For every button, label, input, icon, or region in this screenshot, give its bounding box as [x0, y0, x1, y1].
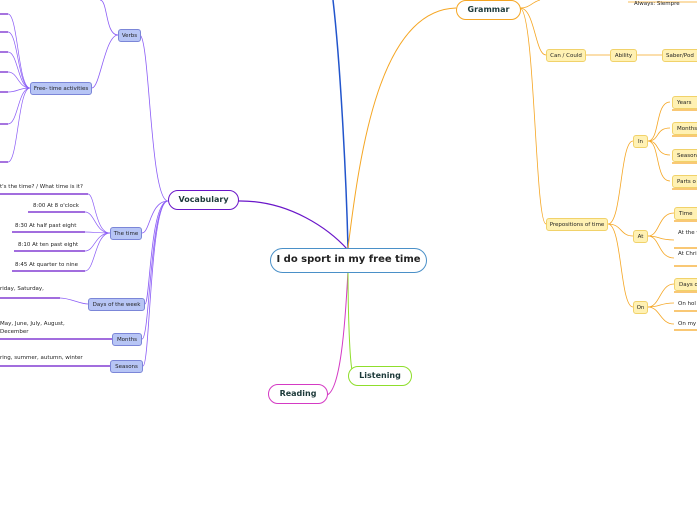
- at-weekend-leaf[interactable]: At the w: [678, 230, 697, 236]
- time-810-leaf[interactable]: 8:10 At ten past eight: [18, 242, 79, 248]
- can-could-node[interactable]: Can / Could: [546, 49, 586, 62]
- in-parts-node[interactable]: Parts o: [672, 175, 697, 188]
- prepositions-node[interactable]: Prepositions of time: [546, 218, 608, 231]
- on-node[interactable]: On: [633, 301, 648, 314]
- months-text-leaf-1[interactable]: May, June, July, August,: [0, 321, 65, 327]
- time-question-leaf[interactable]: t's the time? / What time is it?: [0, 184, 83, 190]
- in-node[interactable]: In: [633, 135, 648, 148]
- saber-poder-node[interactable]: Saber/Pod: [662, 49, 697, 62]
- seasons-text-leaf[interactable]: ring, summer, autumn, winter: [0, 355, 83, 361]
- central-topic[interactable]: I do sport in my free time: [270, 248, 427, 273]
- on-days-node[interactable]: Days o: [674, 278, 697, 291]
- time-845-leaf[interactable]: 8:45 At quarter to nine: [15, 262, 78, 268]
- the-time-node[interactable]: The time: [110, 227, 142, 240]
- free-time-activities-node[interactable]: Free- time activities: [30, 82, 92, 95]
- on-holidays-leaf[interactable]: On hol: [678, 301, 696, 307]
- at-christmas-leaf[interactable]: At Chri: [678, 251, 697, 257]
- in-season-node[interactable]: Season: [672, 149, 697, 162]
- months-node[interactable]: Months: [112, 333, 142, 346]
- days-of-week-node[interactable]: Days of the week: [88, 298, 145, 311]
- time-800-leaf[interactable]: 8:00 At 8 o'clock: [33, 203, 79, 209]
- at-time-node[interactable]: Time: [674, 207, 697, 220]
- time-830-leaf[interactable]: 8:30 At half past eight: [15, 223, 77, 229]
- days-text-leaf[interactable]: riday, Saturday,: [0, 286, 44, 292]
- on-my-leaf[interactable]: On my: [678, 321, 697, 327]
- months-text-leaf-2[interactable]: December: [0, 329, 29, 335]
- verbs-node[interactable]: Verbs: [118, 29, 141, 42]
- seasons-node[interactable]: Seasons: [110, 360, 143, 373]
- in-years-node[interactable]: Years: [672, 96, 697, 109]
- listening-branch[interactable]: Listening: [348, 366, 412, 386]
- in-months-node[interactable]: Months: [672, 122, 697, 135]
- ability-node[interactable]: Ability: [610, 49, 637, 62]
- vocabulary-branch[interactable]: Vocabulary: [168, 190, 239, 210]
- always-leaf[interactable]: Always: Siempre: [634, 1, 680, 7]
- at-node[interactable]: At: [633, 230, 648, 243]
- reading-branch[interactable]: Reading: [268, 384, 328, 404]
- grammar-branch[interactable]: Grammar: [456, 0, 521, 20]
